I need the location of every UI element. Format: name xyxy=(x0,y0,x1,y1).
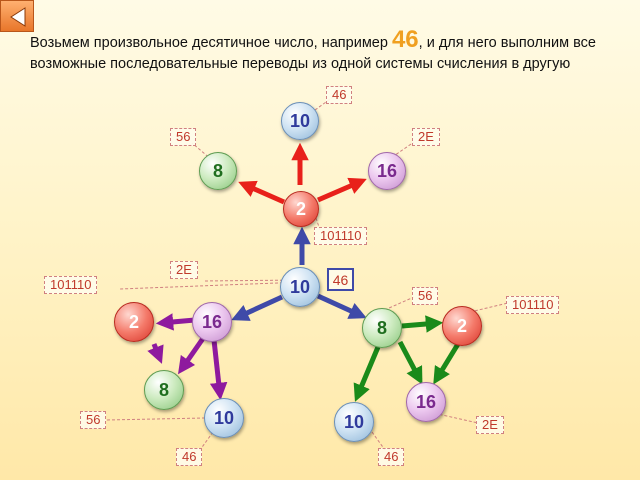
arrow-2-to-8 xyxy=(238,180,286,205)
callout-56-bottom: 56 xyxy=(80,411,107,429)
arrow-16-to-10 xyxy=(209,339,228,401)
arrow-16-to-8 xyxy=(177,335,207,375)
intro-number: 46 xyxy=(391,26,419,53)
node-top-8: 8 xyxy=(199,152,237,190)
node-right-2: 2 xyxy=(442,306,482,346)
callout-46-top: 46 xyxy=(326,86,353,104)
node-top-16: 16 xyxy=(368,152,406,190)
arrow-10-to-8 xyxy=(316,293,367,319)
callout-101110-left: 101110 xyxy=(44,276,98,294)
arrow-16-to-2 xyxy=(155,313,196,331)
callout-2e-top: 2E xyxy=(412,128,440,146)
arrow-2-to-16 xyxy=(317,177,367,203)
node-top-10: 10 xyxy=(281,102,319,140)
node-right-16: 16 xyxy=(406,382,446,422)
arrow-8-to-10 xyxy=(353,346,381,402)
node-top-2: 2 xyxy=(283,191,319,227)
node-left-2: 2 xyxy=(114,302,154,342)
back-arrow-icon xyxy=(10,7,26,27)
callout-46-box: 46 xyxy=(327,268,354,291)
node-right-8: 8 xyxy=(362,308,402,348)
callout-2e-mid: 2E xyxy=(170,261,198,279)
node-left-8: 8 xyxy=(144,370,184,410)
arrow-2-to-16-right xyxy=(433,342,461,385)
back-button[interactable] xyxy=(0,0,34,32)
node-left-16: 16 xyxy=(192,302,232,342)
callout-101110-right: 101110 xyxy=(506,296,560,314)
intro-text: Возьмем произвольное десятичное число, н… xyxy=(30,26,635,75)
node-right-10: 10 xyxy=(334,402,374,442)
node-center-10: 10 xyxy=(280,267,320,307)
callout-56-right: 56 xyxy=(412,287,439,305)
arrow-8-to-16 xyxy=(397,340,423,385)
intro-before: Возьмем произвольное десятичное число, н… xyxy=(30,35,392,51)
arrow-8-to-2 xyxy=(401,315,444,333)
callout-56-top: 56 xyxy=(170,128,197,146)
callout-101110-top: 101110 xyxy=(314,227,368,245)
callout-46-bottom-right: 46 xyxy=(378,448,405,466)
intro-after: , и для него выполним все возможные посл… xyxy=(30,35,596,72)
node-left-10: 10 xyxy=(204,398,244,438)
arrow-10-to-16 xyxy=(231,294,284,321)
callout-2e-bottom: 2E xyxy=(476,416,504,434)
callout-46-bottom-left: 46 xyxy=(176,448,203,466)
arrow-2-to-8-left xyxy=(147,343,164,364)
